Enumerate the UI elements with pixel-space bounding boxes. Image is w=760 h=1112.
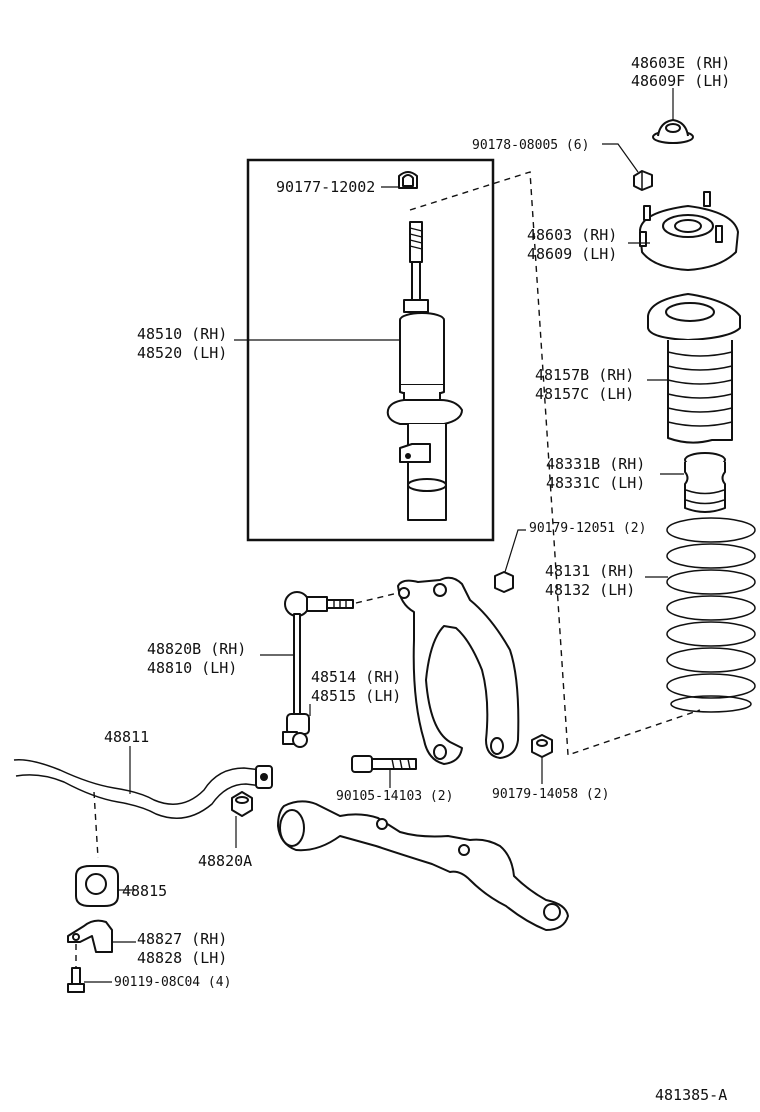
- nut-48820A[interactable]: [231, 791, 253, 817]
- coil-spring-48131[interactable]: [666, 517, 756, 713]
- label-90179-12051: 90179-12051 (2): [529, 521, 646, 536]
- label-48828: 48828 (LH): [137, 949, 227, 967]
- label-48827: 48827 (RH): [137, 930, 227, 948]
- label-48820B: 48820B (RH): [147, 640, 246, 658]
- label-48820A: 48820A: [198, 852, 252, 870]
- label-48603E: 48603E (RH): [631, 54, 730, 72]
- label-48514: 48514 (RH): [311, 668, 401, 686]
- lower-control-arm[interactable]: [277, 800, 569, 931]
- label-90119-08C04: 90119-08C04 (4): [114, 975, 231, 990]
- label-48132: 48132 (LH): [545, 581, 635, 599]
- label-90179-14058: 90179-14058 (2): [492, 787, 609, 802]
- diagram-reference-code: 481385-A: [655, 1086, 727, 1104]
- label-90105-14103: 90105-14103 (2): [336, 789, 453, 804]
- label-48520: 48520 (LH): [137, 344, 227, 362]
- shock-absorber-48510[interactable]: [386, 221, 463, 521]
- stabilizer-bracket-48827[interactable]: [67, 919, 113, 953]
- nut-90179-12051[interactable]: [494, 571, 514, 593]
- label-48609: 48609 (LH): [527, 245, 617, 263]
- label-48157C: 48157C (LH): [535, 385, 634, 403]
- nut-90179-14058[interactable]: [531, 734, 553, 758]
- stabilizer-bar-48811[interactable]: [13, 758, 273, 819]
- strut-support-48603[interactable]: [639, 191, 739, 271]
- label-90177-12002: 90177-12002: [276, 178, 375, 196]
- label-48609F: 48609F (LH): [631, 72, 730, 90]
- bolt-90119-08C04[interactable]: [67, 967, 85, 993]
- label-48157B: 48157B (RH): [535, 366, 634, 384]
- label-48811: 48811: [104, 728, 149, 746]
- strut-assembly-frame: [246, 158, 495, 542]
- steering-knuckle-48514[interactable]: [397, 576, 520, 765]
- nut-90177-12002[interactable]: [398, 171, 418, 189]
- label-48331C: 48331C (LH): [546, 474, 645, 492]
- support-cap-48603E[interactable]: [652, 119, 694, 144]
- label-48603: 48603 (RH): [527, 226, 617, 244]
- nut-90178-08005[interactable]: [633, 170, 653, 191]
- spring-bumper-48157B[interactable]: [647, 293, 741, 444]
- label-48515: 48515 (LH): [311, 687, 401, 705]
- label-48510: 48510 (RH): [137, 325, 227, 343]
- bump-stopper-48331B[interactable]: [684, 452, 726, 513]
- label-48810: 48810 (LH): [147, 659, 237, 677]
- label-90178-08005: 90178-08005 (6): [472, 138, 589, 153]
- label-48815: 48815: [122, 882, 167, 900]
- label-48131: 48131 (RH): [545, 562, 635, 580]
- stabilizer-bushing-48815[interactable]: [75, 865, 119, 907]
- stabilizer-link-48820B[interactable]: [282, 591, 354, 748]
- bolt-90105-14103[interactable]: [351, 755, 417, 773]
- label-48331B: 48331B (RH): [546, 455, 645, 473]
